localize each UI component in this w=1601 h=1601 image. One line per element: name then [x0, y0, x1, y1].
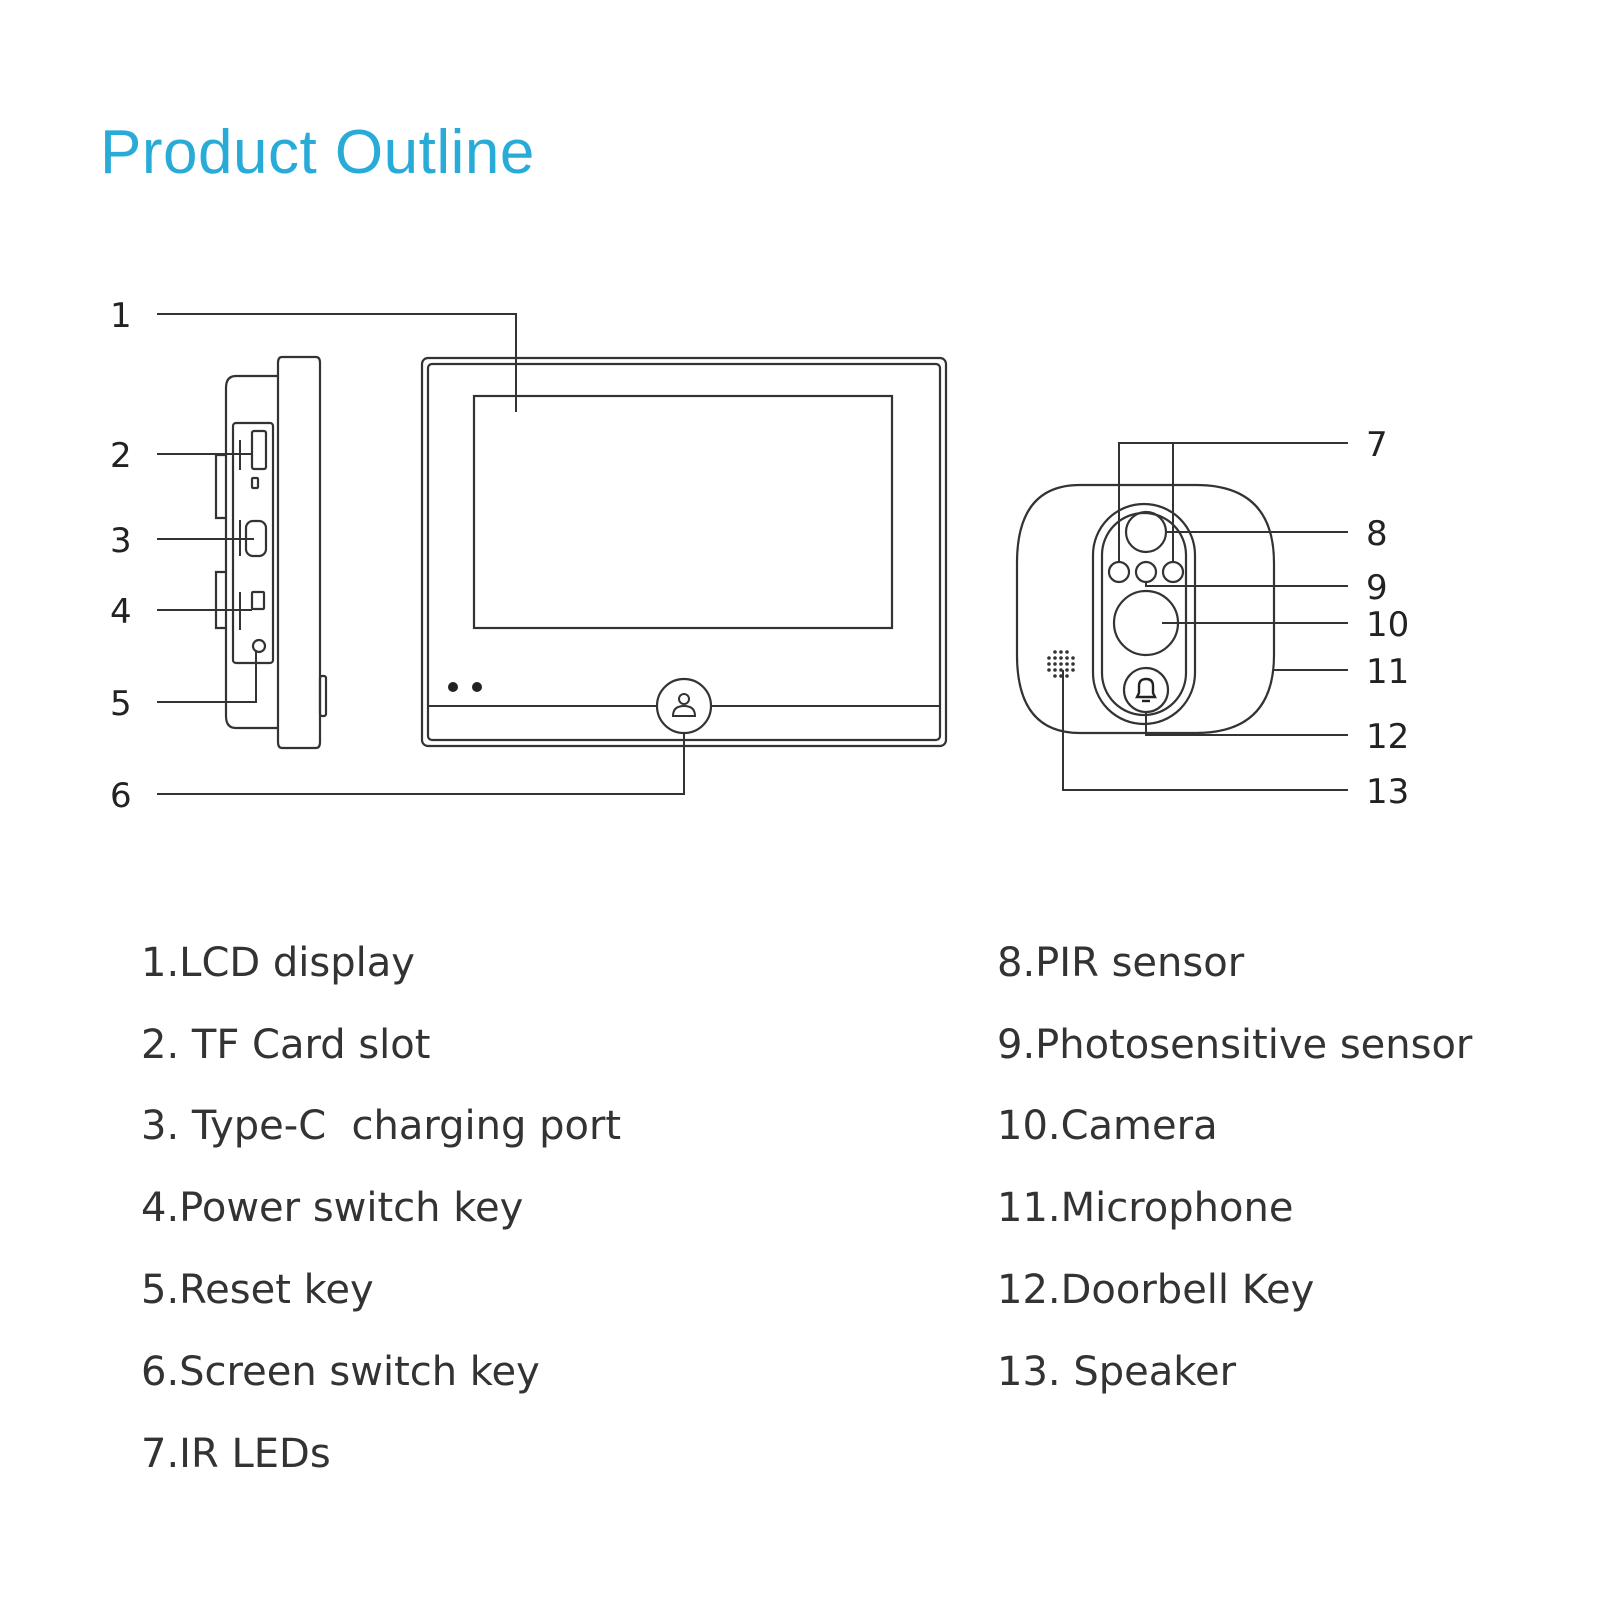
legend-item: 9.Photosensitive sensor	[997, 1022, 1473, 1068]
legend-item: 6.Screen switch key	[141, 1349, 540, 1395]
person-icon	[671, 693, 697, 717]
callout-9: 9	[1366, 568, 1388, 608]
legend-item: 4.Power switch key	[141, 1185, 524, 1231]
legend-item: 11.Microphone	[997, 1185, 1294, 1231]
callout-8: 8	[1366, 514, 1388, 554]
callout-numbers: 1 2 3 4 5 6 7 8 9 10 11 12 13	[110, 296, 1409, 816]
legend-item: 3. Type-C charging port	[141, 1103, 622, 1149]
legend-item: 5.Reset key	[141, 1267, 374, 1313]
callout-4: 4	[110, 592, 132, 632]
speaker-grille-icon	[1047, 650, 1075, 678]
callout-12: 12	[1366, 717, 1409, 757]
indicator-dot	[472, 682, 482, 692]
callout-3: 3	[110, 521, 132, 561]
legend-item: 10.Camera	[997, 1103, 1218, 1149]
pir-sensor	[1124, 510, 1168, 554]
callout-1: 1	[110, 296, 132, 336]
legend-item: 2. TF Card slot	[141, 1022, 431, 1068]
callout-7: 7	[1366, 425, 1388, 465]
leader-lines	[157, 313, 1348, 795]
ir-led	[1107, 560, 1131, 584]
photosensitive-sensor	[1134, 560, 1158, 584]
callout-2: 2	[110, 436, 132, 476]
bell-icon	[1135, 677, 1157, 703]
legend-item: 8.PIR sensor	[997, 940, 1245, 986]
monitor-side-view	[214, 355, 328, 750]
callout-6: 6	[110, 776, 132, 816]
page-title: Product Outline	[100, 118, 535, 187]
monitor-front-view	[420, 356, 948, 748]
callout-11: 11	[1366, 652, 1409, 692]
ir-led	[1161, 560, 1185, 584]
doorbell-key	[1122, 666, 1170, 714]
legend-item: 1.LCD display	[141, 940, 415, 986]
callout-10: 10	[1366, 605, 1409, 645]
callout-13: 13	[1366, 772, 1409, 812]
legend-item: 13. Speaker	[997, 1349, 1237, 1395]
legend-item: 7.IR LEDs	[141, 1431, 331, 1477]
doorbell-unit	[1015, 483, 1276, 735]
lcd-display	[472, 394, 894, 630]
callout-5: 5	[110, 684, 132, 724]
indicator-dot	[448, 682, 458, 692]
legend-item: 12.Doorbell Key	[997, 1267, 1315, 1313]
